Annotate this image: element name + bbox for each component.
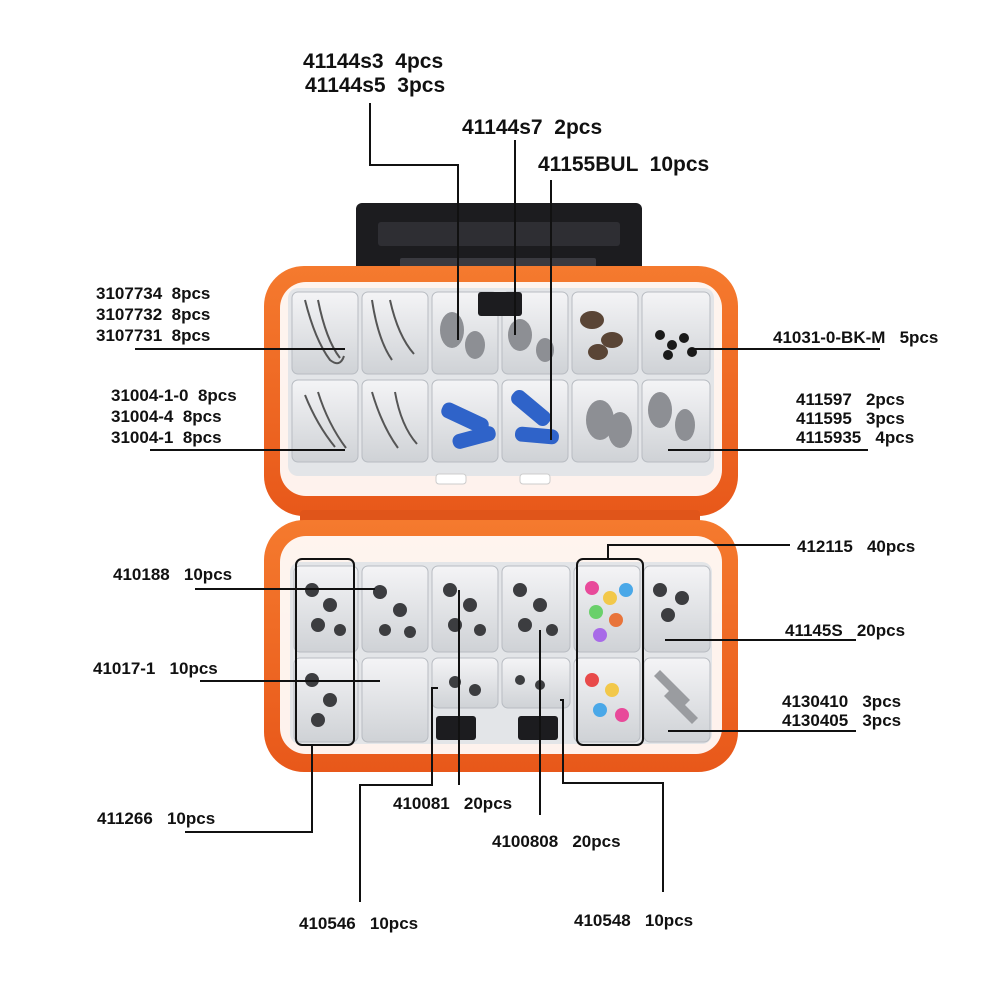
- label-410188: 410188 10pcs: [113, 565, 233, 584]
- upper-case: [264, 266, 738, 516]
- label-41017-1: 41017-1 10pcs: [93, 659, 218, 678]
- label-3107731: 3107731 8pcs: [96, 326, 211, 345]
- label-41144s3: 41144s3 4pcs: [303, 50, 444, 73]
- label-4130410: 4130410 3pcs: [782, 692, 902, 711]
- label-3107734: 3107734 8pcs: [96, 284, 211, 303]
- label-41145s: 41145S 20pcs: [785, 621, 906, 640]
- highlight-box-beads: [576, 558, 644, 746]
- label-41031-0-bk-m: 41031-0-BK-M 5pcs: [773, 328, 939, 347]
- label-411597: 411597 2pcs: [796, 390, 905, 409]
- highlight-box-swivels: [295, 558, 355, 746]
- label-31004-1-0: 31004-1-0 8pcs: [111, 386, 237, 405]
- label-412115: 412115 40pcs: [797, 537, 916, 556]
- label-41144s5: 41144s5 3pcs: [305, 74, 446, 97]
- leader-lines: [135, 103, 880, 902]
- label-4115935: 4115935 4pcs: [796, 428, 915, 447]
- label-41144s7: 41144s7 2pcs: [462, 116, 603, 139]
- lower-case: [264, 520, 738, 772]
- latch-handle: [356, 203, 642, 281]
- label-31004-1: 31004-1 8pcs: [111, 428, 222, 447]
- label-411595: 411595 3pcs: [796, 409, 905, 428]
- label-4130405: 4130405 3pcs: [782, 711, 902, 730]
- label-410081: 410081 20pcs: [393, 794, 513, 813]
- label-41155bul: 41155BUL 10pcs: [538, 153, 710, 176]
- label-4100808: 4100808 20pcs: [492, 832, 621, 851]
- label-411266: 411266 10pcs: [97, 809, 216, 828]
- lower-contents: [305, 581, 698, 740]
- label-410548: 410548 10pcs: [574, 911, 694, 930]
- label-3107732: 3107732 8pcs: [96, 305, 211, 324]
- label-31004-4: 31004-4 8pcs: [111, 407, 222, 426]
- label-410546: 410546 10pcs: [299, 914, 419, 933]
- upper-contents: [304, 292, 697, 449]
